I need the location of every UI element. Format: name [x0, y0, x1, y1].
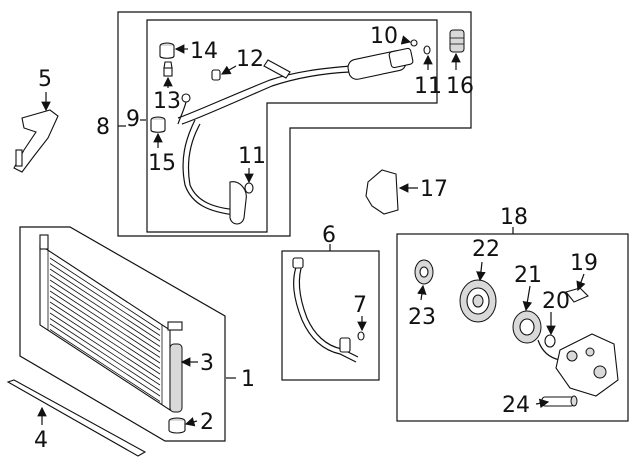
part-19-clip: [565, 287, 589, 303]
part-16-desiccant: [449, 29, 465, 53]
part-6-hose: [292, 257, 359, 363]
leader-lines: [37, 35, 586, 427]
callout-4: 4: [34, 428, 48, 453]
part-12-valve: [211, 69, 221, 81]
callout-16: 16: [446, 74, 474, 99]
compressor-body: [555, 333, 619, 397]
callout-2: 2: [200, 410, 214, 435]
part-1-condenser: [39, 234, 183, 412]
callout-3: 3: [200, 351, 214, 376]
part-13-valve: [163, 61, 173, 77]
callout-8: 8: [96, 115, 110, 140]
ac-hose-assembly: [177, 47, 414, 225]
callout-5: 5: [38, 67, 52, 92]
callout-10: 10: [370, 24, 398, 49]
part-10-oring: [410, 39, 418, 47]
callout-21: 21: [514, 263, 542, 288]
callout-14: 14: [190, 39, 218, 64]
part-11-oring-upper: [423, 45, 431, 55]
callout-13: 13: [153, 89, 181, 114]
part-11-oring-lower: [244, 182, 254, 194]
part-15-cap: [150, 116, 166, 133]
part-2-cap: [168, 417, 186, 434]
callout-20: 20: [542, 289, 570, 314]
callout-22: 22: [472, 237, 500, 262]
part-5-bracket: [13, 109, 59, 173]
callout-6: 6: [322, 223, 336, 248]
callout-18: 18: [500, 205, 528, 230]
group-box-lines: [117, 11, 472, 237]
part-7-oring: [357, 331, 365, 341]
part-22-pulley: [459, 279, 497, 323]
callout-23: 23: [408, 305, 436, 330]
part-20-snapring: [544, 334, 556, 348]
callout-24: 24: [502, 393, 530, 418]
callout-9: 9: [126, 107, 140, 132]
part-21-coil: [512, 310, 561, 361]
callout-12: 12: [236, 47, 264, 72]
part-14-cap: [159, 42, 175, 59]
callout-11-lower: 11: [238, 144, 266, 169]
callout-7: 7: [353, 293, 367, 318]
callout-19: 19: [570, 251, 598, 276]
callout-11-upper: 11: [414, 74, 442, 99]
callout-17: 17: [420, 177, 448, 202]
group-box-condenser: [19, 226, 226, 442]
callout-1: 1: [241, 367, 255, 392]
part-23-plate: [414, 259, 434, 285]
part-24-valve: [541, 395, 578, 407]
group-box-lines-inner: [146, 19, 438, 233]
part-17-bracket: [365, 169, 399, 215]
callout-15: 15: [148, 151, 176, 176]
part-4-seal: [6, 379, 147, 457]
part-3-receiver: [169, 343, 183, 413]
